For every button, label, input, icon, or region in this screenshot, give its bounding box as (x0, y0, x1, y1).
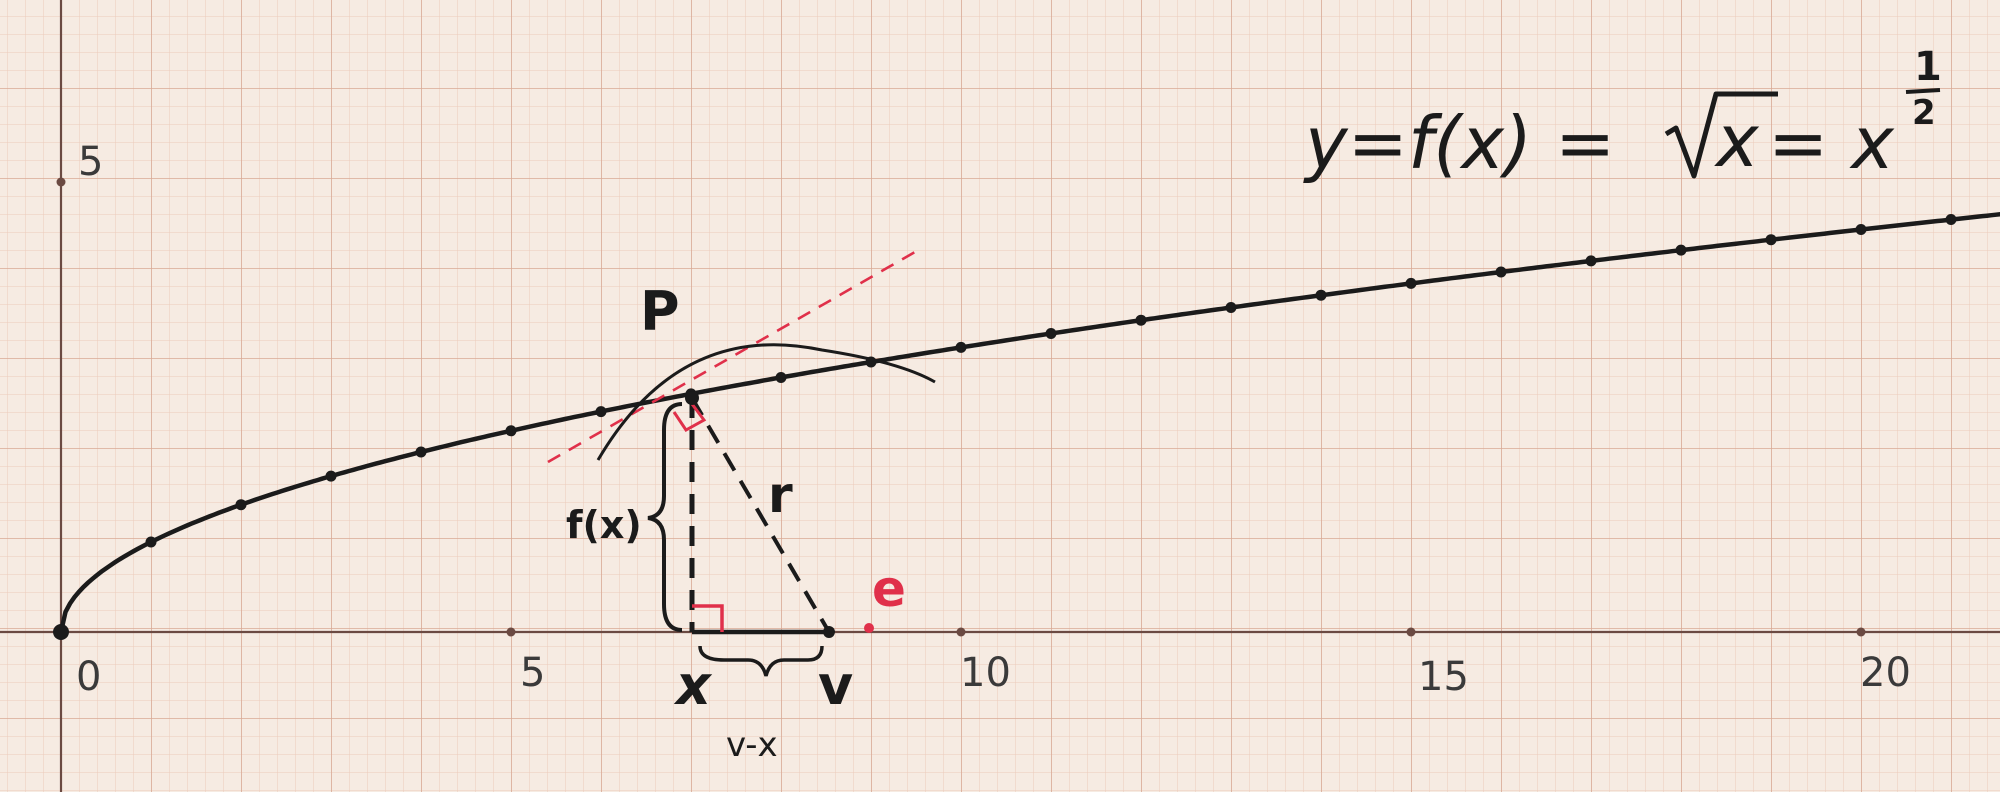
curve-point (955, 341, 967, 353)
curve-point (1405, 277, 1417, 289)
axis-tick-marks (56, 177, 1866, 637)
label-fx: f(x) (566, 503, 642, 547)
curve-point (235, 499, 247, 511)
exponent-fraction-bar (1905, 88, 1941, 94)
radius-line-r (690, 396, 831, 634)
y-tick-5: 5 (78, 139, 103, 185)
curve-point (415, 446, 427, 458)
circle-arc (596, 343, 936, 461)
curve-point (1945, 214, 1957, 225)
equation-lhs: y=f(x) = (1303, 101, 1615, 185)
curve-point (1675, 244, 1687, 256)
curve-point (505, 425, 517, 437)
curve-point (1135, 314, 1147, 326)
point-p-dot (685, 391, 699, 405)
equation-radicand: x (1714, 99, 1760, 183)
curve-point (1765, 234, 1777, 246)
x-tick-5: 5 (520, 650, 545, 696)
exponent-numerator: 1 (1914, 44, 1942, 90)
right-angle-marker-tangent (672, 403, 707, 432)
point-v-dot (823, 626, 835, 638)
point-e-dot (864, 623, 874, 633)
curve-points (53, 214, 1957, 640)
radical-sign (1664, 91, 1778, 179)
exponent-denominator: 2 (1912, 93, 1936, 133)
curve-point (325, 470, 337, 482)
equation-middle: = x (1768, 101, 1895, 185)
v-minus-x-brace (698, 645, 824, 677)
equation: y=f(x) = x = x 1 2 (1303, 44, 1942, 185)
label-v: v (818, 654, 853, 717)
curve-point (1585, 255, 1597, 267)
label-e: e (872, 560, 906, 618)
x-axis-tick-dot (1406, 627, 1416, 637)
curve-point (595, 406, 607, 418)
x-axis-tick-dot (506, 627, 516, 637)
x-tick-0: 0 (76, 654, 101, 700)
x-tick-20: 20 (1860, 650, 1911, 696)
curve-point (145, 536, 157, 548)
x-tick-10: 10 (960, 650, 1011, 696)
x-axis-tick-dot (956, 627, 966, 637)
x-axis-tick-dot (1856, 627, 1866, 637)
x-tick-15: 15 (1418, 654, 1469, 700)
label-x: x (673, 654, 713, 717)
right-angle-marker-base (692, 604, 724, 632)
fx-brace (647, 402, 683, 632)
label-p: P (640, 280, 680, 343)
curve-point (1855, 224, 1867, 235)
label-v-minus-x: v-x (726, 725, 778, 765)
curve-point (1315, 289, 1327, 301)
label-r: r (768, 466, 793, 524)
curve-point (1045, 328, 1057, 339)
curve-point (775, 372, 787, 383)
curve-point (1495, 266, 1507, 278)
curve-point (53, 624, 69, 640)
curve-point (1225, 302, 1237, 313)
y-axis-tick-dot (56, 177, 66, 187)
